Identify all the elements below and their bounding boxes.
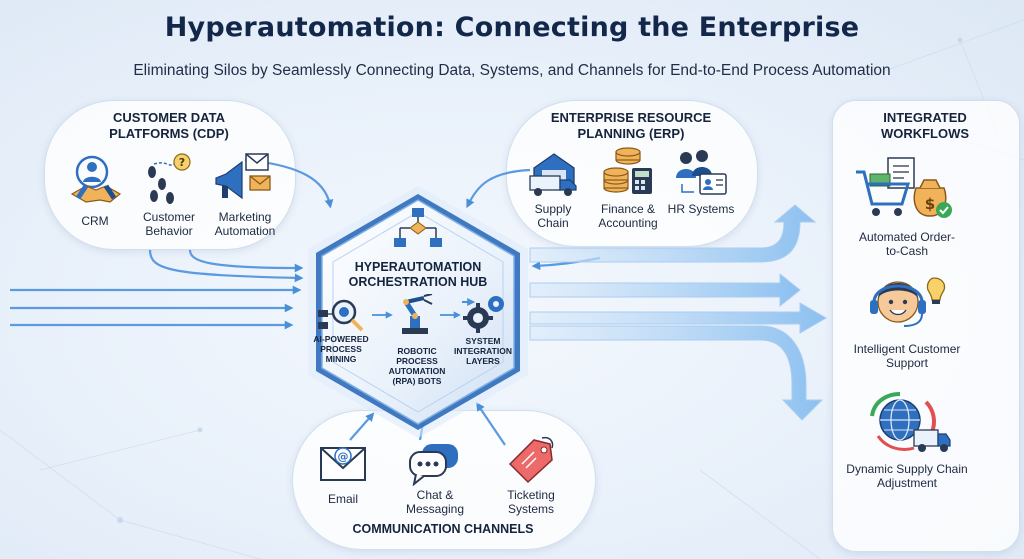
channel-label-chat: Chat & Messaging: [405, 488, 465, 516]
hub-title: HYPERAUTOMATION ORCHESTRATION HUB: [348, 260, 488, 289]
channel-label-email: Email: [327, 492, 358, 506]
hub-item-label-mining: AI-POWERED PROCESS MINING: [313, 334, 369, 364]
page-subtitle: Eliminating Silos by Seamlessly Connecti…: [133, 62, 891, 79]
erp-title: ENTERPRISE RESOURCE PLANNING (ERP): [550, 110, 712, 141]
svg-text:@: @: [338, 450, 349, 463]
globe-truck-icon: [870, 392, 951, 452]
svg-text:?: ?: [179, 156, 185, 169]
workflow-label-order-to-cash: Automated Order-to-Cash: [858, 230, 956, 258]
cdp-item-label-behavior: Customer Behavior: [142, 210, 195, 238]
megaphone-icon: [215, 153, 271, 200]
cdp-item-label-crm: CRM: [81, 214, 109, 228]
handshake-icon: [70, 155, 122, 203]
erp-item-label-supply: Supply Chain: [534, 202, 572, 230]
hub-item-label-integration: SYSTEM INTEGRATION LAYERS: [454, 336, 512, 366]
workflows-title: INTEGRATED WORKFLOWS: [880, 110, 970, 141]
cart-money-icon: $: [856, 157, 952, 218]
page-title: Hyperautomation: Connecting the Enterpri…: [164, 12, 860, 43]
people-icon: [676, 150, 727, 195]
truck-warehouse-icon: [529, 153, 577, 196]
channels-title: COMMUNICATION CHANNELS: [352, 522, 534, 536]
cdp-item-label-marketing: Marketing Automation: [214, 210, 276, 238]
channel-label-ticketing: Ticketing Systems: [507, 488, 555, 516]
cdp-title: CUSTOMER DATA PLATFORMS (CDP): [109, 110, 229, 141]
chat-icon: [409, 444, 458, 486]
envelope-icon: @: [320, 447, 366, 481]
coins-calculator-icon: [603, 147, 652, 194]
hub-item-label-rpa: ROBOTIC PROCESS AUTOMATION (RPA) BOTS: [388, 346, 446, 386]
cdp-panel: [44, 100, 296, 250]
flowchart-icon: [394, 208, 442, 247]
robot-arm-icon: [402, 294, 433, 334]
svg-text:$: $: [925, 195, 935, 213]
erp-item-label-finance: Finance & Accounting: [598, 202, 658, 230]
erp-item-label-hr: HR Systems: [667, 202, 735, 216]
footsteps-icon: ?: [148, 153, 191, 204]
headset-agent-icon: [870, 277, 946, 327]
magnifier-icon: [318, 299, 364, 332]
workflow-label-supply-chain-adjustment: Dynamic Supply Chain Adjustment: [846, 462, 968, 490]
workflow-label-customer-support: Intelligent Customer Support: [853, 342, 961, 370]
ticket-icon: [508, 436, 554, 484]
gears-icon: [462, 296, 504, 333]
